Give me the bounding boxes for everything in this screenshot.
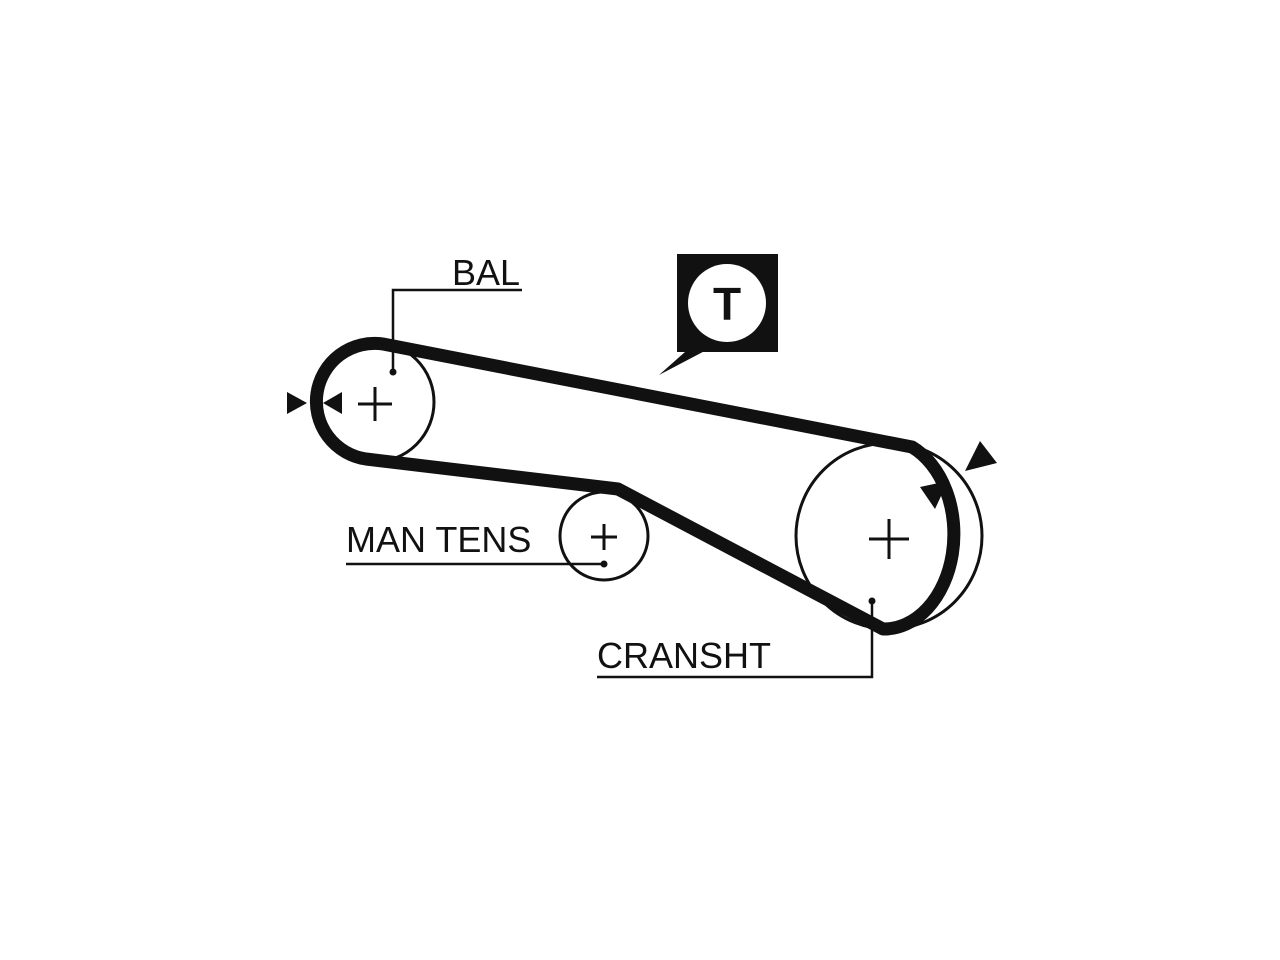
balancer-label: BAL	[452, 252, 520, 293]
timing-belt	[309, 336, 961, 636]
timing-arrow-inner-right	[920, 481, 948, 509]
crankshaft-pulley	[794, 441, 984, 631]
tensioner-leader	[346, 560, 608, 568]
crankshaft-leader	[597, 597, 876, 679]
timing-arrow-outer-right	[965, 441, 997, 471]
badge-t-letter: T	[713, 278, 741, 330]
manual-tensioner-pulley	[558, 490, 650, 582]
crankshaft-timing-marks	[920, 441, 997, 509]
balancer-timing-marks	[287, 392, 342, 414]
manual-tensioner-label: MAN TENS	[346, 519, 531, 560]
tensioner-center-cross	[591, 524, 617, 550]
crankshaft-label: CRANSHT	[597, 635, 771, 676]
balancer-leader	[389, 288, 522, 376]
timing-arrow-inner-left	[323, 392, 342, 414]
balancer-center-cross	[358, 387, 392, 421]
badge-circle	[688, 264, 766, 342]
tensioner-callout-badge: T	[659, 254, 778, 375]
balancer-pulley	[312, 340, 436, 464]
crankshaft-center-cross	[869, 519, 909, 559]
timing-arrow-outer-left	[287, 392, 307, 414]
